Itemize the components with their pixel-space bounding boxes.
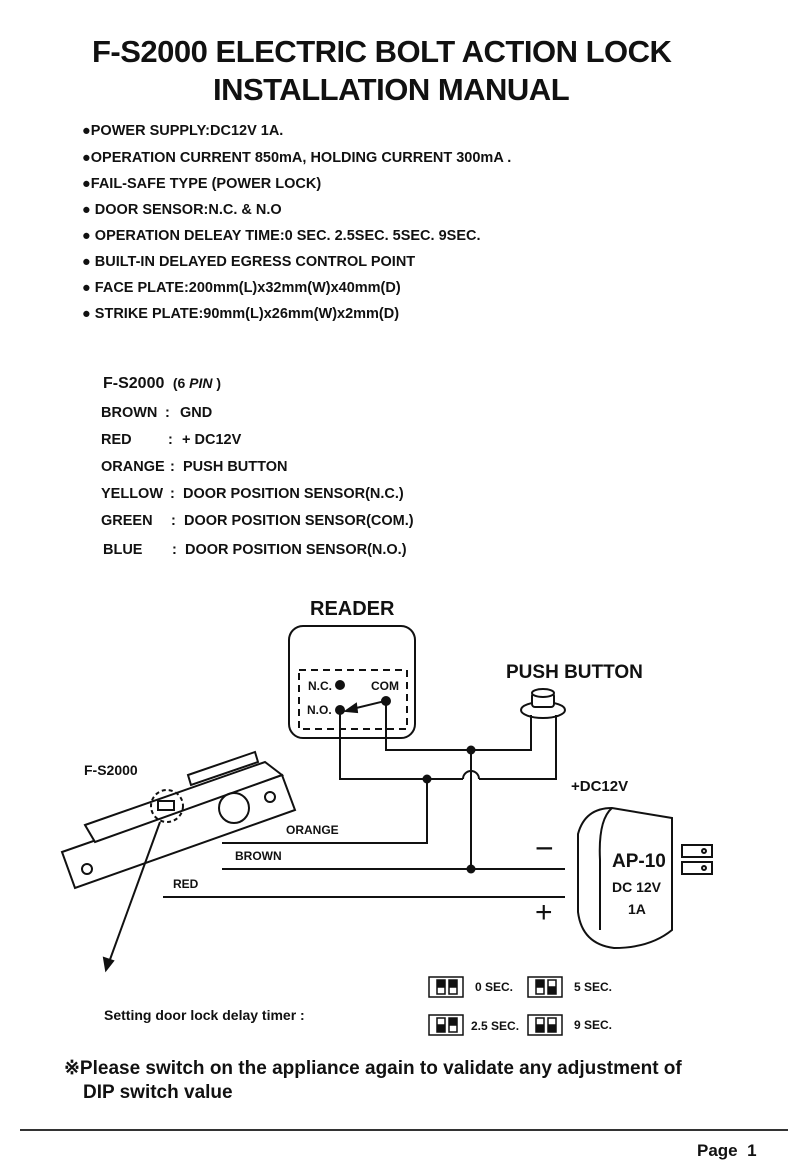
wire-function: DOOR POSITION SENSOR(COM.)	[184, 513, 414, 529]
dip-2-5sec-icon	[428, 1014, 464, 1036]
wire-function: DOOR POSITION SENSOR(N.O.)	[185, 542, 407, 558]
wire-sep: :	[171, 513, 176, 529]
lock-body-top	[83, 760, 285, 844]
wire-row-orange: ORANGE: PUSH BUTTON	[101, 459, 287, 475]
junction-dot	[422, 774, 432, 784]
reader-box	[288, 625, 416, 739]
pinout-pin-count: (6 PIN )	[173, 375, 221, 391]
delay-option-2-5sec: 2.5 SEC.	[471, 1019, 520, 1033]
wire-color: GREEN	[101, 513, 153, 529]
callout-line	[107, 821, 161, 966]
wire-function: GND	[180, 405, 213, 421]
wire-orange	[222, 779, 428, 844]
adapter-prong-top	[681, 844, 713, 858]
com-label: COM	[371, 679, 399, 693]
wire-sep: :	[170, 459, 175, 475]
pin-prefix: (6	[172, 375, 190, 391]
dip-5sec-icon	[527, 976, 563, 998]
page-title-line2: INSTALLATION MANUAL	[213, 72, 570, 107]
adapter-body	[577, 806, 673, 950]
adapter-voltage: DC 12V	[612, 879, 662, 895]
dip-switch-on-lock	[157, 800, 175, 811]
push-button-top	[531, 688, 555, 698]
prong-hole-bottom	[701, 865, 707, 871]
adapter-model: AP-10	[612, 851, 666, 872]
pin-word: PIN	[189, 375, 213, 391]
wire-row-green: GREEN: DOOR POSITION SENSOR(COM.)	[101, 513, 414, 529]
plus-sign: +	[535, 896, 553, 929]
callout-arrowhead	[102, 956, 115, 973]
lock-bolt-housing	[186, 750, 260, 787]
delay-option-5sec: 5 SEC.	[574, 980, 613, 994]
junction-dot	[466, 745, 476, 755]
spec-operation-delay: ● OPERATION DELEAY TIME:0 SEC. 2.5SEC. 5…	[82, 228, 481, 244]
dip-0sec-icon	[428, 976, 464, 998]
push-button-label: PUSH BUTTON	[506, 662, 643, 683]
no-label: N.O.	[307, 703, 332, 717]
wire-reader-com	[385, 703, 532, 751]
note-line1: ※Please switch on the appliance again to…	[64, 1058, 682, 1079]
page-title-line1: F-S2000 ELECTRIC BOLT ACTION LOCK	[92, 34, 672, 69]
lock-screw-left	[81, 863, 93, 875]
spec-power-supply: ●POWER SUPPLY:DC12V 1A.	[82, 123, 284, 139]
dip-9sec-icon	[527, 1014, 563, 1036]
terminal-com	[381, 696, 391, 706]
pinout-header: F-S2000 (6 PIN )	[103, 375, 221, 393]
spec-strike-plate: ● STRIKE PLATE:90mm(L)x26mm(W)x2mm(D)	[82, 306, 400, 322]
wire-color: ORANGE	[101, 459, 165, 475]
wire-reader-no	[339, 712, 463, 780]
pinout-model: F-S2000	[103, 375, 165, 392]
spec-operation-current: ●OPERATION CURRENT 850mA, HOLDING CURREN…	[82, 150, 512, 166]
lock-bolt-hole	[218, 792, 250, 824]
note-line2: DIP switch value	[83, 1082, 233, 1103]
wire-color: BROWN	[101, 405, 158, 421]
dc12v-label: +DC12V	[571, 778, 629, 795]
minus-sign: −	[535, 830, 554, 866]
lock-label: F-S2000	[84, 762, 138, 778]
spec-door-sensor: ● DOOR SENSOR:N.C. & N.O	[82, 202, 282, 218]
wire-sep: :	[172, 542, 177, 558]
spec-egress: ● BUILT-IN DELAYED EGRESS CONTROL POINT	[82, 254, 416, 270]
wire-row-blue: BLUE: DOOR POSITION SENSOR(N.O.)	[103, 542, 407, 558]
orange-wire-label: ORANGE	[286, 823, 339, 837]
junction-dot	[466, 864, 476, 874]
spec-fail-safe: ●FAIL-SAFE TYPE (POWER LOCK)	[82, 176, 322, 192]
spec-face-plate: ● FACE PLATE:200mm(L)x32mm(W)x40mm(D)	[82, 280, 401, 296]
page-number: Page 1	[697, 1141, 757, 1160]
adapter-current: 1A	[628, 901, 646, 917]
adapter-prong-bottom	[681, 861, 713, 875]
delay-option-0sec: 0 SEC.	[475, 980, 514, 994]
adapter-edge	[598, 807, 613, 930]
delay-timer-label: Setting door lock delay timer :	[104, 1007, 305, 1023]
wire-to-push-button-right	[479, 715, 557, 780]
brown-wire-label: BROWN	[235, 849, 282, 863]
wire-function: PUSH BUTTON	[183, 459, 288, 475]
prong-hole-top	[701, 848, 707, 854]
wire-function: DOOR POSITION SENSOR(N.C.)	[183, 486, 404, 502]
red-wire-label: RED	[173, 877, 199, 891]
lock-screw-right	[264, 791, 276, 803]
wire-sep: :	[168, 432, 173, 448]
wire-sep: :	[170, 486, 175, 502]
footer-rule	[20, 1129, 788, 1131]
reader-relay-dashed	[298, 669, 408, 730]
wire-sep: :	[165, 405, 170, 421]
wire-row-yellow: YELLOW: DOOR POSITION SENSOR(N.C.)	[101, 486, 404, 502]
wire-function: + DC12V	[182, 432, 242, 448]
terminal-no	[335, 705, 345, 715]
relay-arrowhead	[343, 702, 359, 714]
nc-label: N.C.	[308, 679, 332, 693]
wire-color: RED	[101, 432, 132, 448]
reader-label: READER	[310, 598, 395, 620]
terminal-nc	[335, 680, 345, 690]
wire-row-brown: BROWN: GND	[101, 405, 212, 421]
dip-switch-callout	[150, 789, 184, 823]
wire-row-red: RED: + DC12V	[101, 432, 241, 448]
wire-color: YELLOW	[101, 486, 164, 502]
delay-option-9sec: 9 SEC.	[574, 1018, 613, 1032]
pin-suffix: )	[212, 375, 222, 391]
wire-color: BLUE	[103, 542, 143, 558]
